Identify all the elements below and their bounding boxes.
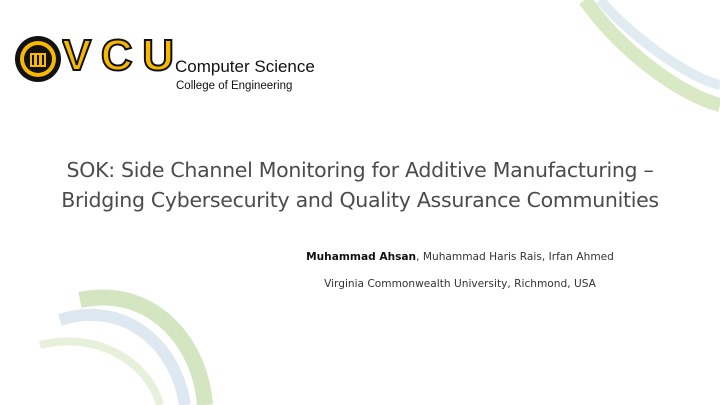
author-line: Muhammad Ahsan, Muhammad Haris Rais, Irf… (0, 251, 720, 263)
vcu-wordmark: VCU (62, 36, 174, 74)
bottom-left-arc-green (78, 289, 213, 405)
college-name: College of Engineering (176, 80, 293, 92)
coauthors: , Muhammad Haris Rais, Irfan Ahmed (416, 251, 614, 263)
department-name: Computer Science (175, 57, 315, 76)
lead-author: Muhammad Ahsan (306, 251, 417, 263)
bottom-left-arc-green-light (39, 337, 164, 405)
vcu-cs-logo: VCU Computer Science College of Engineer… (14, 33, 334, 103)
slide-title: SOK: Side Channel Monitoring for Additiv… (61, 158, 659, 212)
affiliation: Virginia Commonwealth University, Richmo… (324, 278, 596, 290)
vcu-seal-icon (15, 36, 61, 82)
top-right-arc-green (579, 0, 720, 112)
top-right-arc-blue (596, 0, 720, 90)
bottom-left-arc-blue (58, 308, 191, 405)
svg-text:VCU: VCU (62, 36, 172, 74)
